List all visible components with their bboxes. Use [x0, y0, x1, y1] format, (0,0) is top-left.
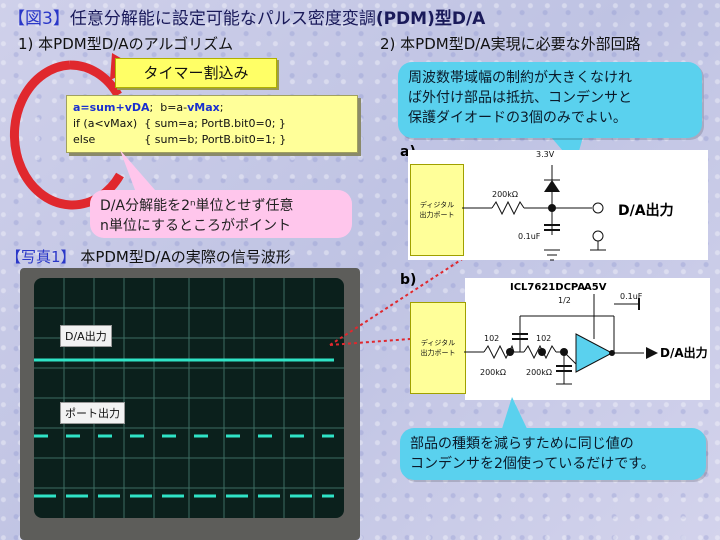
- code-line-3: else { sum=b; PortB.bit0=1; }: [73, 133, 287, 146]
- code-box: a=sum+vDA; b=a-vMax; if (a<vMax) { sum=a…: [66, 95, 358, 153]
- pink-callout-line-1: D/A分解能を2ⁿ単位とせず任意: [100, 198, 294, 214]
- circuit-b-c1: 102: [484, 334, 500, 343]
- circuit-a-voltage: 3.3V: [536, 150, 555, 159]
- circuit-b-panel: [465, 278, 710, 400]
- right-heading: 2) 本PDM型D/A実現に必要な外部回路: [380, 35, 641, 53]
- bottom-right-callout: 部品の種類を減らすために同じ値の コンデンサを2個使っているだけです。: [400, 428, 706, 480]
- bottom-callout-line-2: コンデンサを2個使っているだけです。: [410, 456, 655, 472]
- scope-label-da: D/A出力: [60, 325, 112, 347]
- photo-caption-text: 本PDM型D/Aの実際の信号波形: [80, 248, 291, 266]
- circuit-a-port-line-2: 出力ポート: [419, 211, 455, 219]
- title-text: 任意分解能に設定可能なパルス密度変調: [69, 9, 376, 29]
- bottom-callout-pointer: [500, 397, 530, 435]
- circuit-b-label: b): [400, 272, 417, 288]
- top-callout-line-2: ば外付け部品は抵抗、コンデンサと: [408, 90, 632, 106]
- page-title: 【図3】任意分解能に設定可能なパルス密度変調(PDM)型D/A: [8, 4, 485, 29]
- circuit-b-supply: A5V: [584, 282, 607, 293]
- title-bold: (PDM)型D/A: [375, 9, 486, 29]
- bottom-callout-line-1: 部品の種類を減らすために同じ値の: [410, 436, 634, 452]
- top-callout-line-1: 周波数帯域幅の制約が大きくなけれ: [408, 70, 632, 86]
- circuit-b-port-line-2: 出力ポート: [420, 349, 456, 357]
- left-heading: 1) 本PDM型D/Aのアルゴリズム: [18, 35, 234, 53]
- circuit-b-port-line-1: ディジタル: [420, 339, 456, 347]
- circuit-b-output: D/A出力: [660, 346, 708, 360]
- title-prefix: 【図3】: [8, 9, 70, 29]
- circuit-b-r2: 200kΩ: [526, 368, 553, 377]
- circuit-b-chip: ICL7621DCPA: [510, 282, 586, 293]
- pink-callout-line-2: n単位にするところがポイント: [100, 218, 292, 234]
- circuit-b-half: 1/2: [558, 296, 571, 305]
- circuit-b-cap: 0.1uF: [620, 292, 643, 301]
- circuit-b-diagram: [464, 294, 658, 385]
- circuit-a-port: ディジタル出力ポート: [410, 164, 464, 256]
- circuit-a-diagram: [462, 165, 606, 261]
- photo-caption: 【写真1】 本PDM型D/Aの実際の信号波形: [6, 246, 291, 267]
- circuit-b-port: ディジタル出力ポート: [410, 302, 466, 394]
- circuit-b-c2: 102: [536, 334, 552, 343]
- circuit-a-output: D/A出力: [618, 203, 674, 219]
- pink-callout: D/A分解能を2ⁿ単位とせず任意 n単位にするところがポイント: [90, 190, 352, 238]
- circuit-a-resistor: 200kΩ: [492, 190, 519, 199]
- photo-caption-prefix: 【写真1】: [6, 248, 76, 266]
- scope-label-port: ポート出力: [60, 402, 125, 424]
- pink-callout-pointer: [120, 150, 155, 190]
- circuit-b-r1: 200kΩ: [480, 368, 507, 377]
- timer-interrupt-label: タイマー割込み: [115, 58, 277, 88]
- circuit-a-port-line-1: ディジタル: [419, 201, 455, 209]
- top-callout-line-3: 保護ダイオードの3個のみでよい。: [408, 110, 627, 126]
- scope-waveforms: [34, 278, 344, 518]
- circuit-a-capacitor: 0.1uF: [518, 232, 541, 241]
- code-line-1: a=sum+vDA; b=a-vMax;: [73, 101, 224, 114]
- code-line-2: if (a<vMax) { sum=a; PortB.bit0=0; }: [73, 117, 286, 130]
- top-right-callout: 周波数帯域幅の制約が大きくなけれ ば外付け部品は抵抗、コンデンサと 保護ダイオー…: [398, 62, 702, 138]
